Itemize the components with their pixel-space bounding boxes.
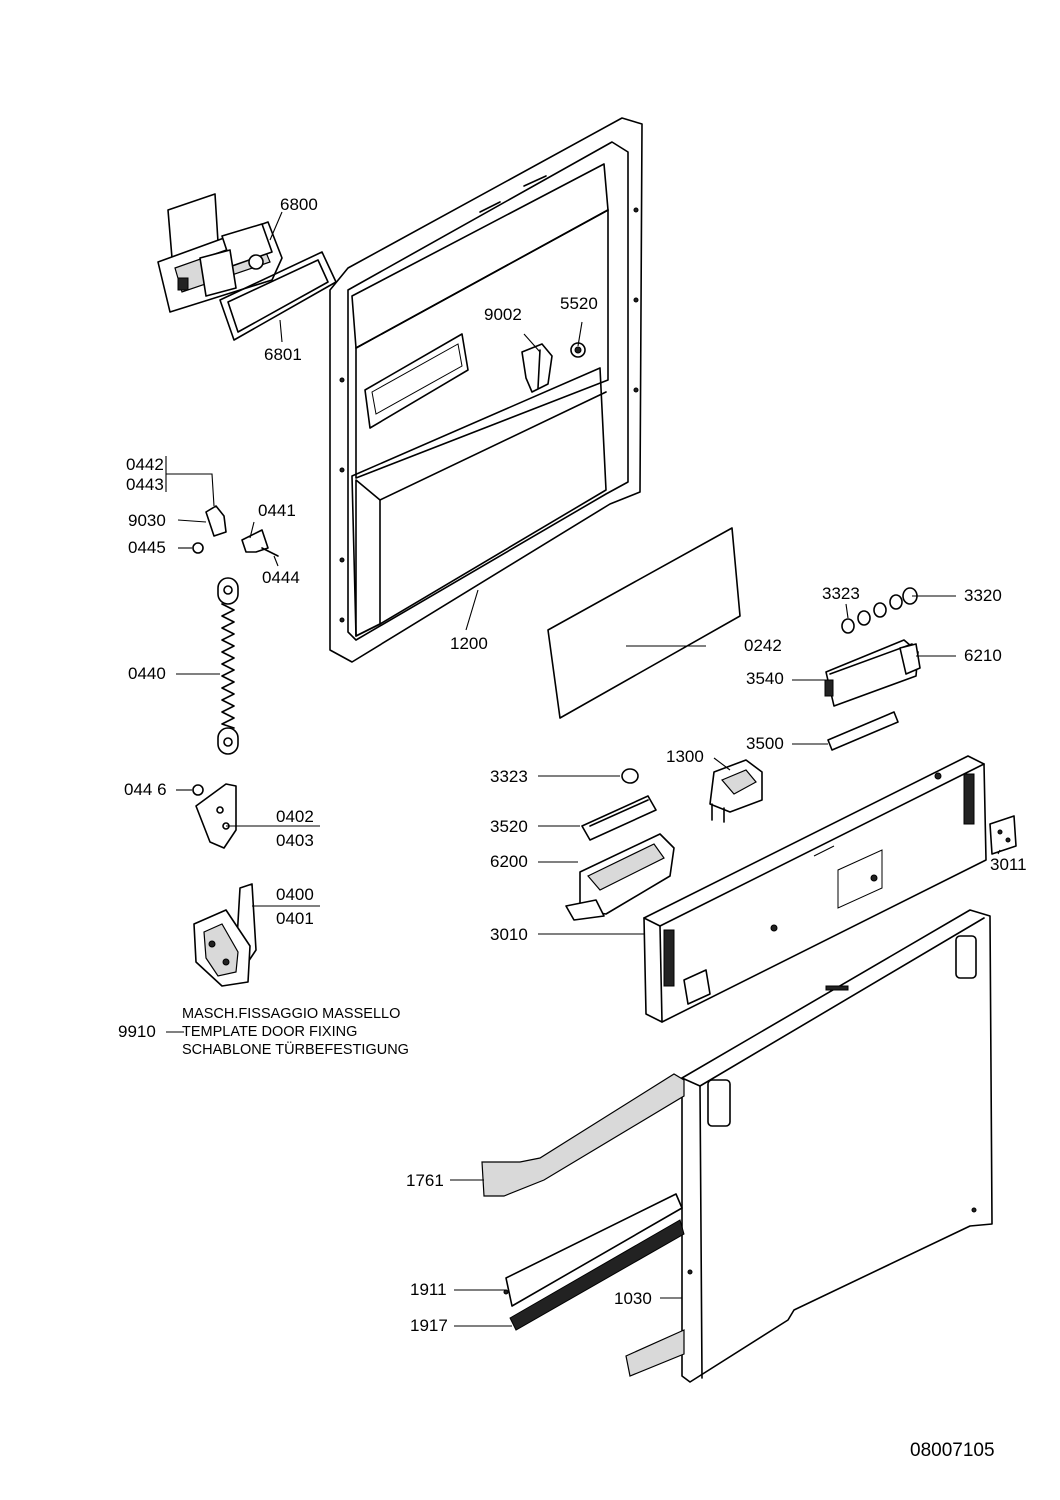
label-6200: 6200	[490, 852, 528, 871]
label-3323-top: 3323	[822, 584, 860, 603]
label-0400: 0400	[276, 885, 314, 904]
label-9030: 9030	[128, 511, 166, 530]
label-0446: 044 6	[124, 780, 167, 799]
fitting-part-5520	[570, 342, 586, 358]
rail-part-1917	[509, 1219, 685, 1331]
label-3520: 3520	[490, 817, 528, 836]
label-0242: 0242	[744, 636, 782, 655]
label-0401: 0401	[276, 909, 314, 928]
label-0441: 0441	[258, 501, 296, 520]
label-0443: 0443	[126, 475, 164, 494]
circuit-board-part-3500	[827, 711, 899, 751]
bracket-part-9002	[521, 343, 553, 393]
label-6210: 6210	[964, 646, 1002, 665]
label-1300: 1300	[666, 747, 704, 766]
label-3010: 3010	[490, 925, 528, 944]
label-3540: 3540	[746, 669, 784, 688]
label-1761: 1761	[406, 1171, 444, 1190]
label-3011: 3011	[990, 855, 1027, 874]
label-1030: 1030	[614, 1289, 652, 1308]
bracket-part-3011	[989, 815, 1017, 855]
template-note-line1: MASCH.FISSAGGIO MASSELLO	[182, 1006, 401, 1022]
inner-door-part-1200	[329, 117, 643, 663]
electronic-module-part-6200	[565, 833, 675, 921]
control-panel-part-3010	[643, 755, 987, 1023]
switch-strip-part-3520	[581, 795, 657, 841]
label-5520: 5520	[560, 294, 598, 313]
label-6801: 6801	[264, 345, 302, 364]
spring-part-0440	[217, 577, 239, 755]
label-1911: 1911	[410, 1280, 447, 1299]
label-3500: 3500	[746, 734, 784, 753]
label-0440: 0440	[128, 664, 166, 683]
label-0445: 0445	[128, 538, 166, 557]
label-0442: 0442	[126, 455, 164, 474]
hinge-part-0400	[193, 883, 257, 987]
template-note-line2: TEMPLATE DOOR FIXING	[182, 1024, 358, 1040]
screw-part-0445	[192, 542, 204, 554]
hinge-link-part-0441	[241, 529, 279, 557]
knob-part-3323	[621, 768, 639, 784]
label-0444: 0444	[262, 568, 300, 587]
label-0402: 0402	[276, 807, 314, 826]
door-lock-part-6800	[157, 193, 283, 313]
module-part-1300	[709, 759, 763, 823]
hinge-lever-part-9030	[205, 505, 227, 537]
label-9002: 9002	[484, 305, 522, 324]
label-3323-bottom: 3323	[490, 767, 528, 786]
switch-block-part-3540	[824, 639, 921, 707]
label-0403: 0403	[276, 831, 314, 850]
panel-part-0242	[547, 527, 741, 719]
label-1200: 1200	[450, 634, 488, 653]
rail-part-1911	[503, 1193, 683, 1307]
drawing-number: 08007105	[910, 1440, 995, 1461]
label-3320: 3320	[964, 586, 1002, 605]
label-1917: 1917	[410, 1316, 448, 1335]
nut-part-0446	[192, 784, 204, 796]
outer-door-part-1030	[681, 909, 993, 1383]
knob-caps-part-3320	[841, 587, 918, 634]
foam-strip-part-1761	[481, 1073, 685, 1377]
label-9910: 9910	[118, 1022, 156, 1041]
label-6800: 6800	[280, 195, 318, 214]
template-note-line3: SCHABLONE TÜRBEFESTIGUNG	[182, 1042, 409, 1058]
leader-lines	[165, 211, 1001, 1327]
